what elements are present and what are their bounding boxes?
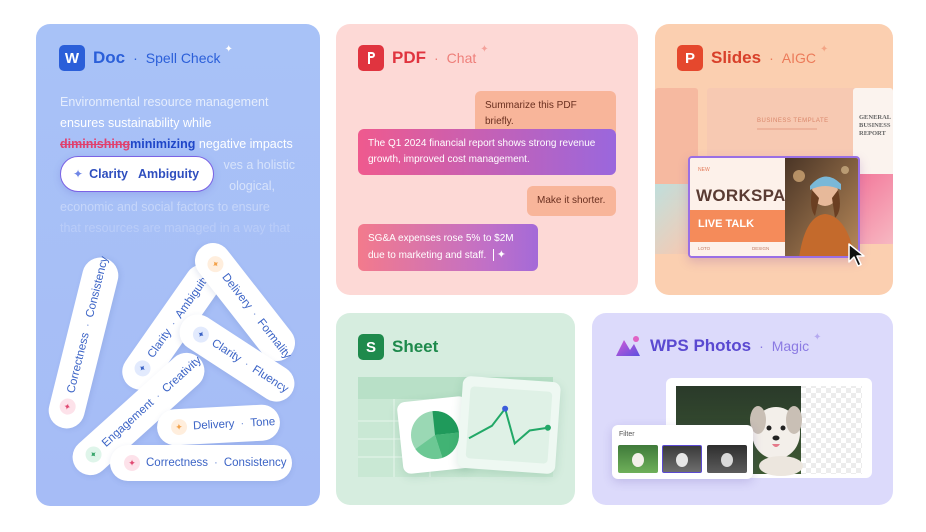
chat-message-ai: The Q1 2024 financial report shows stron… bbox=[358, 129, 616, 175]
sparkle-icon: ✦ bbox=[813, 331, 822, 343]
selected-slide[interactable]: NEW WORKSPACE LIVE TALK LOTO DESIGN bbox=[688, 156, 860, 258]
sparkle-icon: ✦ bbox=[73, 167, 84, 181]
doc-app-icon: W bbox=[59, 45, 85, 71]
sparkle-icon: ✦ bbox=[820, 43, 829, 55]
doc-line-2: ensures sustainability while bbox=[60, 116, 212, 130]
photos-title-separator: · bbox=[759, 338, 764, 354]
sparkle-icon: ✦ bbox=[496, 249, 507, 261]
sparkle-icon: ✦ bbox=[170, 418, 188, 436]
sheet-card-header: S Sheet bbox=[358, 334, 438, 360]
slides-feature-label: AIGC bbox=[781, 50, 816, 66]
sparkle-icon: ✦ bbox=[57, 396, 78, 417]
pdf-feature-label: Chat bbox=[446, 50, 477, 66]
pdf-app-icon bbox=[358, 45, 384, 71]
pdf-card-header: PDF · Chat ✦ bbox=[358, 43, 493, 71]
sheet-app-icon: S bbox=[358, 334, 384, 360]
pie-chart-panel bbox=[396, 395, 474, 475]
mouse-cursor-icon bbox=[848, 243, 865, 267]
slide-photo bbox=[785, 158, 858, 256]
slides-card[interactable]: P Slides · AIGC ✦ BUSINESS TEMPLATE GENE… bbox=[655, 24, 893, 295]
pie-chart-icon bbox=[411, 411, 459, 460]
pill-delivery-tone[interactable]: ✦ Delivery·Tone bbox=[156, 403, 281, 447]
sparkle-icon: ✦ bbox=[124, 455, 140, 471]
slides-app-icon: P bbox=[677, 45, 703, 71]
photos-card-header: WPS Photos · Magic ✦ bbox=[614, 331, 825, 358]
slides-card-header: P Slides · AIGC ✦ bbox=[677, 43, 832, 71]
filter-thumbnail[interactable] bbox=[618, 445, 658, 473]
chat-message-ai-streaming: SG&A expenses rose 5% to $2M due to mark… bbox=[358, 224, 538, 271]
doc-title-separator: · bbox=[133, 50, 138, 66]
chat-message-user: Make it shorter. bbox=[527, 186, 616, 216]
line-chart-icon bbox=[465, 386, 553, 464]
slide-subtitle-text: LIVE TALK bbox=[698, 218, 755, 230]
sparkle-icon: ✦ bbox=[131, 357, 154, 380]
sheet-card[interactable]: S Sheet bbox=[336, 313, 575, 505]
doc-title: Doc bbox=[93, 48, 126, 67]
photos-card[interactable]: WPS Photos · Magic ✦ Filter bbox=[592, 313, 893, 505]
suggested-word[interactable]: minimizing bbox=[130, 137, 196, 151]
pdf-title-separator: · bbox=[434, 50, 439, 66]
doc-line-6: economic and social factors to ensure bbox=[60, 200, 270, 214]
photos-title: WPS Photos bbox=[650, 336, 752, 355]
text-cursor bbox=[493, 249, 495, 262]
slides-title-separator: · bbox=[769, 50, 774, 66]
sheet-title: Sheet bbox=[392, 337, 439, 356]
slide-title-text: WORKSPACE bbox=[696, 186, 810, 205]
sparkle-icon: ✦ bbox=[82, 443, 105, 466]
sparkle-icon: ✦ bbox=[224, 43, 233, 55]
doc-line-3: diminishingminimizing negative impacts bbox=[60, 137, 293, 151]
pdf-card[interactable]: PDF · Chat ✦ Summarize this PDF briefly.… bbox=[336, 24, 638, 295]
doc-line-1: Environmental resource management bbox=[60, 95, 269, 109]
doc-line-5: ological, bbox=[229, 179, 275, 193]
doc-feature-label: Spell Check bbox=[145, 50, 221, 66]
sparkle-icon: ✦ bbox=[189, 323, 213, 346]
photos-app-icon bbox=[616, 336, 640, 356]
pdf-title: PDF bbox=[392, 48, 426, 67]
filter-thumbnail[interactable] bbox=[707, 445, 747, 473]
misspelled-word[interactable]: diminishing bbox=[60, 137, 131, 151]
filter-panel[interactable]: Filter bbox=[612, 425, 753, 479]
line-chart-panel bbox=[456, 375, 562, 475]
doc-line-7: that resources are managed in a way that bbox=[60, 221, 290, 235]
pill-correctness-consistency-2[interactable]: ✦ Correctness·Consistency bbox=[110, 445, 292, 481]
doc-paragraph: Environmental resource management ensure… bbox=[60, 92, 310, 239]
pill-correctness-consistency[interactable]: ✦ Correctness·Consistency bbox=[44, 253, 123, 433]
filter-label: Filter bbox=[619, 431, 635, 438]
clarity-ambiguity-chip[interactable]: ✦ Clarity Ambiguity bbox=[60, 156, 215, 192]
doc-card-header: W Doc · Spell Check ✦ bbox=[59, 43, 237, 71]
slide-decoration bbox=[655, 184, 691, 254]
slide-decoration bbox=[855, 174, 893, 244]
doc-line-4: ves a holistic bbox=[223, 158, 295, 172]
sparkle-icon: ✦ bbox=[204, 252, 227, 276]
filter-thumbnail-selected[interactable] bbox=[662, 445, 702, 473]
slides-title: Slides bbox=[711, 48, 762, 67]
doc-card[interactable]: W Doc · Spell Check ✦ Environmental reso… bbox=[36, 24, 320, 506]
sparkle-icon: ✦ bbox=[480, 43, 489, 55]
photos-feature-label: Magic bbox=[771, 338, 810, 354]
